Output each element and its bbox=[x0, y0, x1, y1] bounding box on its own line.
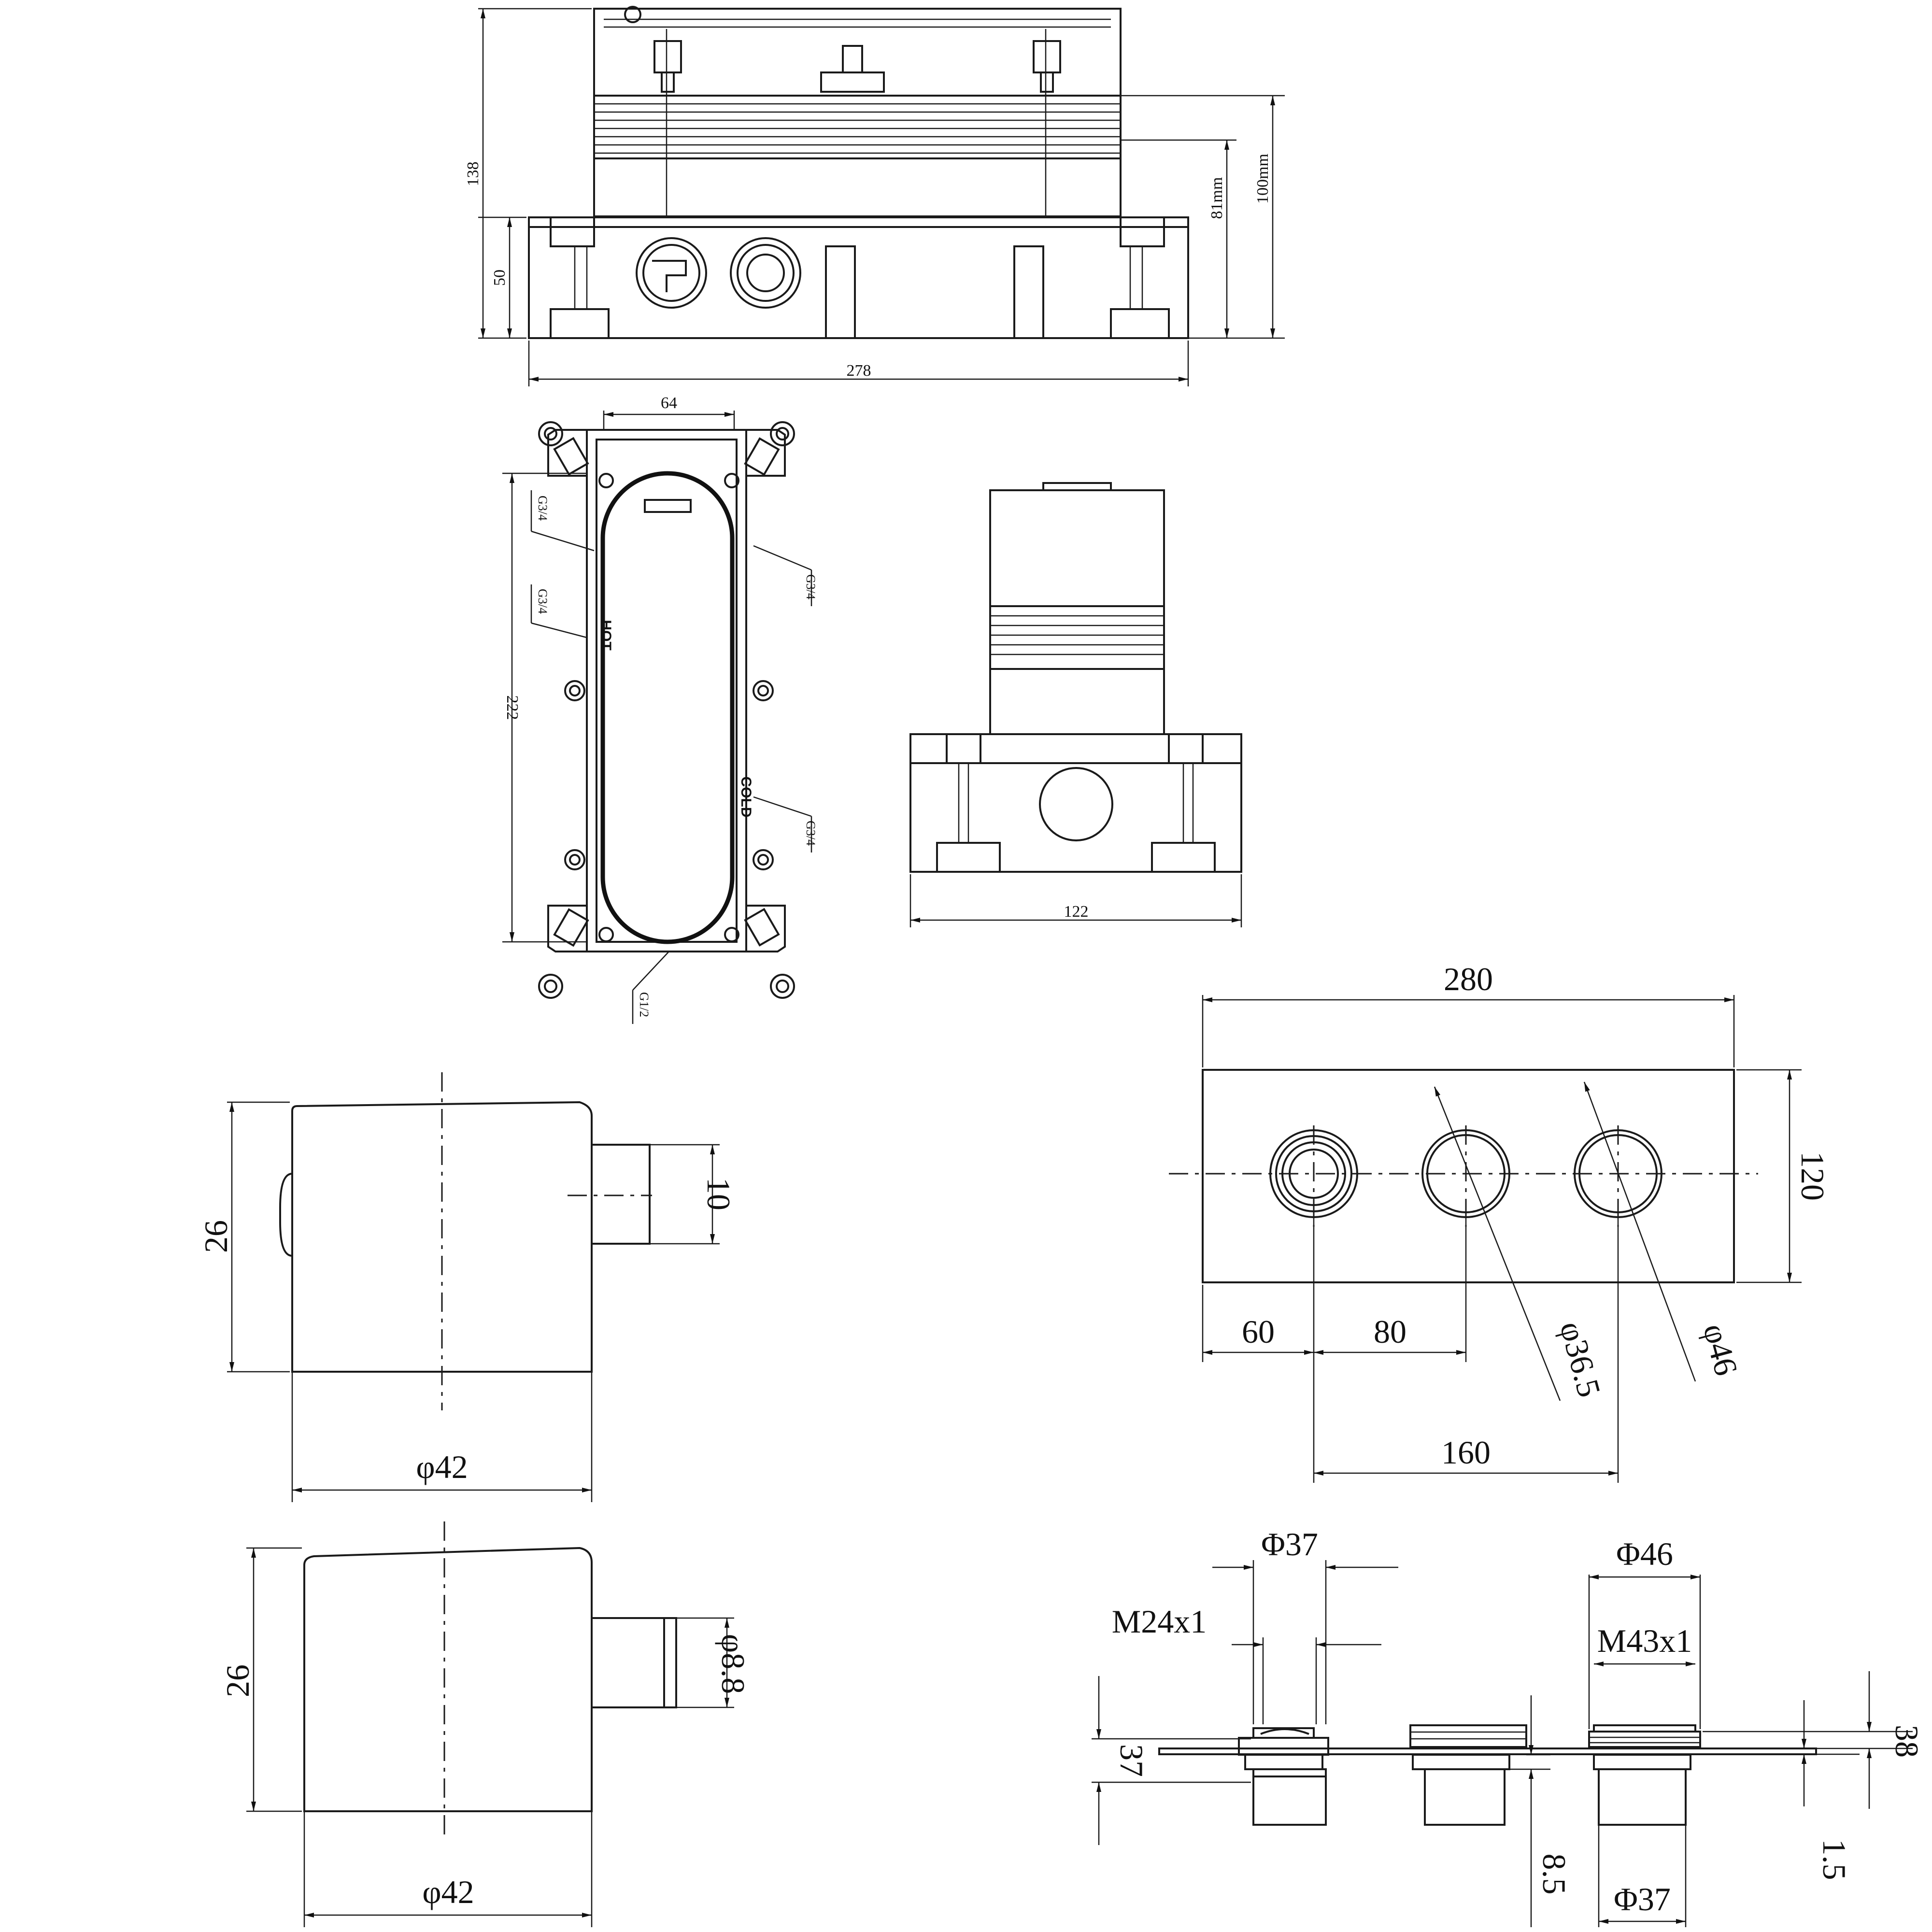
dim-phi46: Φ46 bbox=[1616, 1535, 1673, 1572]
dim-1-5: 1.5 bbox=[1816, 1839, 1853, 1880]
dim-38: 38 bbox=[1889, 1725, 1925, 1758]
dim-width: 278 bbox=[847, 362, 871, 380]
dim-height-total: 138 bbox=[464, 162, 482, 186]
dim-100: 100mm bbox=[1254, 154, 1272, 204]
frame-view: 64 222 G3/4 G3/4 HOT G3/4 G3/4 COLD G1/2 bbox=[502, 394, 818, 1024]
section-insert-mid bbox=[1409, 1724, 1527, 1826]
dim-diameter: φ42 bbox=[422, 1874, 474, 1910]
knob-body-2 bbox=[303, 1547, 593, 1812]
dim-160: 160 bbox=[1441, 1434, 1491, 1471]
inlet-port-1 bbox=[636, 237, 707, 309]
dim-80: 80 bbox=[1374, 1313, 1406, 1350]
dim-width: 122 bbox=[1064, 903, 1089, 921]
dim-stem: 10 bbox=[700, 1178, 737, 1210]
plate-outline bbox=[1202, 1069, 1735, 1283]
dim-height: 120 bbox=[1794, 1151, 1831, 1201]
dim-8-5: 8.5 bbox=[1536, 1854, 1573, 1895]
dim-phi37-top: Φ37 bbox=[1261, 1526, 1318, 1563]
dim-37: 37 bbox=[1113, 1744, 1150, 1777]
port-right-bottom: G3/4 bbox=[804, 821, 818, 846]
dim-stem: φ8.8 bbox=[715, 1634, 752, 1694]
port-bottom: G1/2 bbox=[637, 992, 651, 1017]
side-base bbox=[909, 733, 1242, 873]
dim-diameter: φ42 bbox=[416, 1449, 468, 1485]
dim-hole-large: φ46 bbox=[1696, 1320, 1745, 1379]
frame-slot bbox=[600, 471, 735, 944]
dim-m24: M24x1 bbox=[1112, 1603, 1207, 1640]
knob-view-2: 26 φ8.8 φ42 bbox=[219, 1521, 752, 1927]
port-right-top: G3/4 bbox=[804, 574, 818, 599]
dim-height-base: 50 bbox=[491, 270, 509, 286]
dim-height: 26 bbox=[219, 1664, 256, 1697]
corner-lug-bl bbox=[538, 905, 589, 999]
dim-top: 64 bbox=[661, 394, 677, 412]
corner-lug-br bbox=[744, 905, 795, 999]
side-view: 122 bbox=[909, 482, 1242, 927]
base-block bbox=[528, 216, 1189, 339]
side-port bbox=[1039, 767, 1113, 841]
dim-m43: M43x1 bbox=[1597, 1622, 1692, 1659]
threaded-body bbox=[593, 95, 1122, 159]
plate-view: 280 120 60 80 160 φ36.5 φ46 bbox=[1169, 961, 1831, 1483]
corner-lug-tl bbox=[538, 421, 589, 477]
section-insert-left bbox=[1238, 1727, 1329, 1826]
knob-view-1: 26 10 φ42 bbox=[198, 1072, 737, 1502]
section-insert-right bbox=[1588, 1724, 1701, 1826]
top-view: 138 50 278 81mm 100mm bbox=[464, 6, 1285, 386]
dim-60: 60 bbox=[1242, 1313, 1275, 1350]
dim-hole-small: φ36.5 bbox=[1553, 1318, 1608, 1401]
dim-phi37-bottom: Φ37 bbox=[1614, 1881, 1671, 1918]
label-hot: HOT bbox=[598, 620, 614, 650]
dim-height: 222 bbox=[503, 696, 521, 720]
port-left-top: G3/4 bbox=[536, 496, 550, 521]
section-view: Φ37 M24x1 Φ46 M43x1 37 38 1.5 8.5 bbox=[1092, 1526, 1925, 1927]
port-left-mid: G3/4 bbox=[536, 589, 550, 614]
dim-height: 26 bbox=[198, 1220, 234, 1253]
dim-81: 81mm bbox=[1208, 177, 1226, 219]
inlet-port-2 bbox=[730, 237, 801, 309]
knob-stem-2 bbox=[591, 1617, 665, 1708]
knob-body-1 bbox=[291, 1101, 593, 1373]
knob-stem-1 bbox=[591, 1144, 651, 1245]
dim-width: 280 bbox=[1444, 961, 1493, 997]
section-plate bbox=[1158, 1747, 1817, 1755]
label-cold: COLD bbox=[738, 777, 754, 818]
corner-lug-tr bbox=[744, 421, 795, 477]
side-cap bbox=[989, 489, 1165, 607]
frame-outline bbox=[586, 429, 747, 952]
